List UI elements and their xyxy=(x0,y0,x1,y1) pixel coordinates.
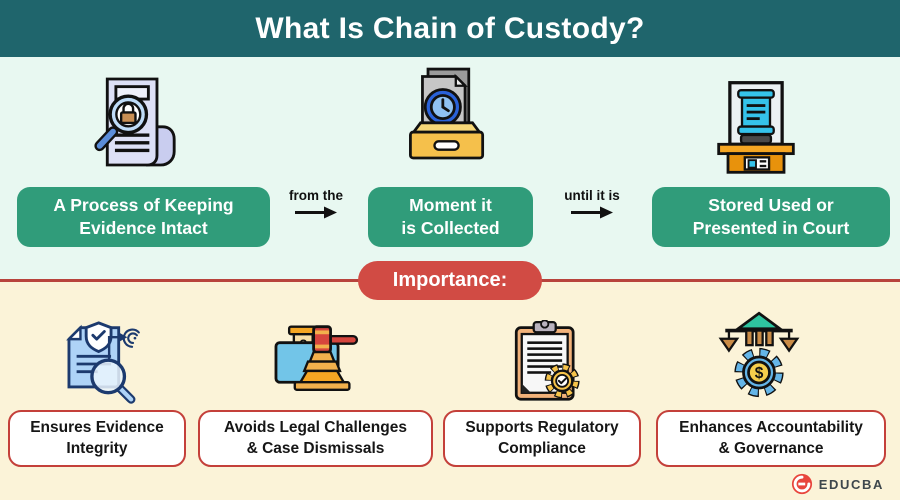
scales-gear-dollar-icon: $ xyxy=(718,310,800,404)
connector-label: until it is xyxy=(564,188,620,203)
document-magnifier-lock-icon xyxy=(92,74,178,170)
connector-until-it-is: until it is xyxy=(553,188,631,219)
clipboard-gear-check-icon xyxy=(508,320,586,405)
gavel-monitor-icon: ? xyxy=(268,322,363,402)
importance-box-governance: Enhances Accountability & Governance xyxy=(656,410,886,467)
connector-from-the: from the xyxy=(277,188,355,219)
right-arrow-icon xyxy=(295,206,337,219)
step-button-stored: Stored Used or Presented in Court xyxy=(652,187,890,247)
connector-label: from the xyxy=(289,188,343,203)
evidence-display-case-icon xyxy=(714,80,798,175)
importance-box-integrity: Ensures Evidence Integrity xyxy=(8,410,186,467)
brand-logo: EDUCBA xyxy=(791,473,884,495)
header-bar: What Is Chain of Custody? xyxy=(0,0,900,57)
right-arrow-icon xyxy=(571,206,613,219)
page-title: What Is Chain of Custody? xyxy=(255,11,645,45)
shield-document-magnifier-icon xyxy=(55,320,147,408)
step-button-collected: Moment it is Collected xyxy=(368,187,533,247)
importance-heading: Importance: xyxy=(358,261,542,300)
svg-text:$: $ xyxy=(755,365,764,382)
importance-box-legal: Avoids Legal Challenges & Case Dismissal… xyxy=(198,410,433,467)
step-button-process: A Process of Keeping Evidence Intact xyxy=(17,187,270,247)
brand-name: EDUCBA xyxy=(818,476,884,492)
evidence-drawer-clock-icon xyxy=(403,64,491,164)
importance-box-compliance: Supports Regulatory Compliance xyxy=(443,410,641,467)
educba-logo-icon xyxy=(791,473,813,495)
